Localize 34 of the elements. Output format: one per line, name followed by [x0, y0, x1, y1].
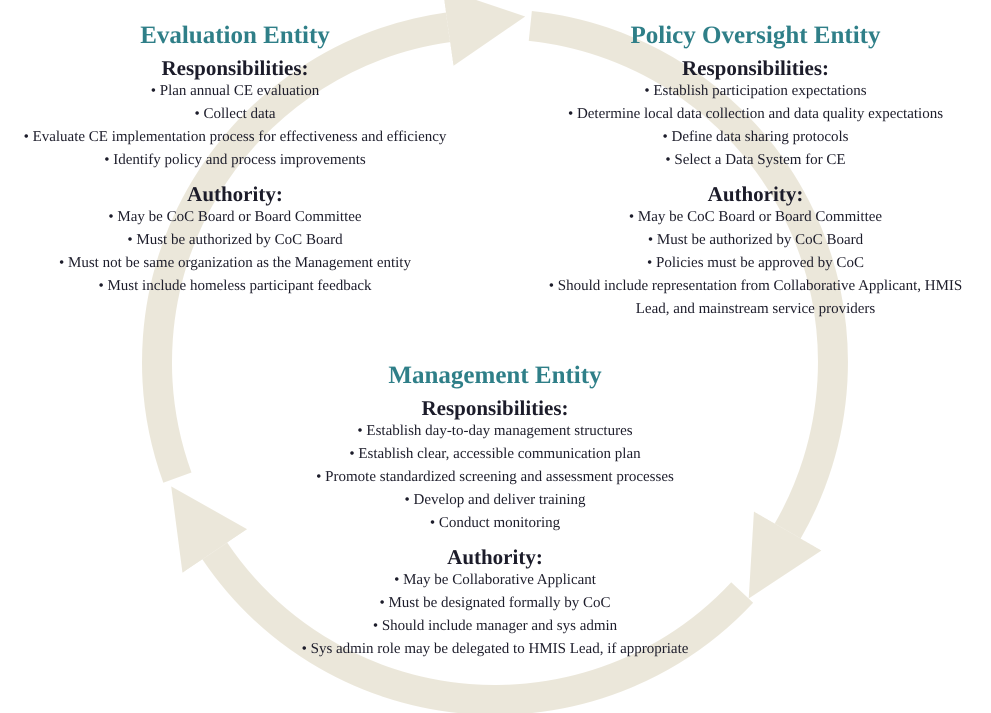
bullet-item: • Should include representation from Collaborative Applicant, HMIS Lead, and mainstream service providers	[548, 277, 964, 319]
section-heading: Authority:	[708, 182, 804, 206]
bullet-item: • Establish participation expectations	[644, 82, 867, 101]
bullet-item: • Must be authorized by CoC Board	[648, 231, 864, 250]
section-heading: Authority:	[447, 545, 543, 569]
bullet-item: • Sys admin role may be delegated to HMIS Lead, if appropriate	[302, 640, 688, 659]
entity-title: Management Entity	[388, 362, 602, 390]
bullet-item: • May be Collaborative Applicant	[394, 571, 596, 590]
bullet-item: • Policies must be approved by CoC	[647, 254, 864, 273]
bullet-item: • Promote standardized screening and assessment processes	[316, 468, 674, 487]
bullet-item: • Must be authorized by CoC Board	[127, 231, 343, 250]
entity-title: Policy Oversight Entity	[630, 22, 880, 50]
section-heading: Responsibilities:	[421, 396, 569, 420]
section-heading: Authority:	[187, 182, 283, 206]
bullet-item: • Select a Data System for CE	[665, 151, 846, 170]
bullet-item: • Collect data	[194, 105, 276, 124]
bullet-item: • Must be designated formally by CoC	[379, 594, 611, 613]
bullet-item: • May be CoC Board or Board Committee	[628, 208, 882, 227]
bullet-item: • Must include homeless participant feedback	[98, 277, 372, 296]
bullet-item: • Define data sharing protocols	[662, 128, 849, 147]
bullet-item: • Evaluate CE implementation process for effectiveness and efficiency	[24, 128, 446, 147]
section-heading: Responsibilities:	[161, 56, 309, 80]
bullet-item: • Should include manager and sys admin	[372, 617, 618, 636]
bullet-item: • Develop and deliver training	[404, 491, 586, 510]
bullet-item: • Must not be same organization as the Management entity	[59, 254, 411, 273]
entity-title: Evaluation Entity	[140, 22, 330, 50]
bullet-item: • May be CoC Board or Board Committee	[108, 208, 362, 227]
bullet-item: • Determine local data collection and data quality expectations	[568, 105, 944, 124]
bullet-item: • Establish day-to-day management structures	[357, 422, 633, 441]
bullet-item: • Plan annual CE evaluation	[150, 82, 320, 101]
bullet-item: • Identify policy and process improvements	[104, 151, 366, 170]
section-heading: Responsibilities:	[682, 56, 830, 80]
bullet-item: • Establish clear, accessible communication plan	[349, 445, 641, 464]
bullet-item: • Conduct monitoring	[430, 514, 560, 533]
